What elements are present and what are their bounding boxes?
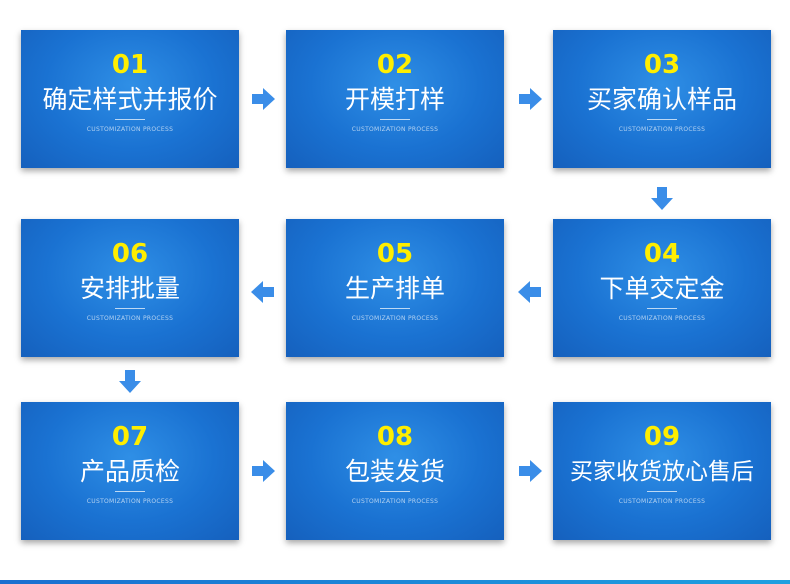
step-card-05: 05 生产排单 CUSTOMIZATION PROCESS bbox=[286, 219, 504, 357]
step-number: 05 bbox=[376, 239, 414, 269]
step-number: 04 bbox=[643, 239, 681, 269]
step-card-09: 09 买家收货放心售后 CUSTOMIZATION PROCESS bbox=[553, 402, 771, 540]
bottom-border bbox=[0, 580, 790, 584]
step-title: 产品质检 bbox=[79, 457, 180, 486]
step-card-03: 03 买家确认样品 CUSTOMIZATION PROCESS bbox=[553, 30, 771, 168]
step-card-04: 04 下单交定金 CUSTOMIZATION PROCESS bbox=[553, 219, 771, 357]
divider bbox=[380, 491, 410, 492]
arrow-down-icon bbox=[117, 368, 143, 394]
step-title: 包装发货 bbox=[344, 457, 445, 486]
step-number: 09 bbox=[643, 422, 681, 452]
step-subtitle: CUSTOMIZATION PROCESS bbox=[351, 498, 439, 505]
step-title: 开模打样 bbox=[344, 85, 445, 114]
step-title: 生产排单 bbox=[344, 274, 445, 303]
step-card-08: 08 包装发货 CUSTOMIZATION PROCESS bbox=[286, 402, 504, 540]
step-subtitle: CUSTOMIZATION PROCESS bbox=[86, 126, 174, 133]
step-number: 03 bbox=[643, 50, 681, 80]
arrow-left-icon bbox=[517, 279, 543, 305]
divider bbox=[647, 491, 677, 492]
divider bbox=[647, 119, 677, 120]
divider bbox=[380, 119, 410, 120]
step-number: 06 bbox=[111, 239, 149, 269]
step-subtitle: CUSTOMIZATION PROCESS bbox=[618, 315, 706, 322]
divider bbox=[380, 308, 410, 309]
step-card-02: 02 开模打样 CUSTOMIZATION PROCESS bbox=[286, 30, 504, 168]
step-title: 下单交定金 bbox=[599, 274, 725, 303]
step-number: 01 bbox=[111, 50, 149, 80]
step-subtitle: CUSTOMIZATION PROCESS bbox=[618, 498, 706, 505]
step-card-07: 07 产品质检 CUSTOMIZATION PROCESS bbox=[21, 402, 239, 540]
arrow-left-icon bbox=[250, 279, 276, 305]
step-subtitle: CUSTOMIZATION PROCESS bbox=[86, 315, 174, 322]
divider bbox=[115, 308, 145, 309]
divider bbox=[115, 119, 145, 120]
step-subtitle: CUSTOMIZATION PROCESS bbox=[86, 498, 174, 505]
step-card-01: 01 确定样式并报价 CUSTOMIZATION PROCESS bbox=[21, 30, 239, 168]
step-title: 买家收货放心售后 bbox=[570, 459, 754, 485]
step-subtitle: CUSTOMIZATION PROCESS bbox=[351, 315, 439, 322]
arrow-down-icon bbox=[649, 185, 675, 211]
step-title: 安排批量 bbox=[79, 274, 180, 303]
arrow-right-icon bbox=[517, 458, 543, 484]
divider bbox=[115, 491, 145, 492]
step-card-06: 06 安排批量 CUSTOMIZATION PROCESS bbox=[21, 219, 239, 357]
step-title: 确定样式并报价 bbox=[42, 85, 218, 114]
divider bbox=[647, 308, 677, 309]
step-subtitle: CUSTOMIZATION PROCESS bbox=[351, 126, 439, 133]
arrow-right-icon bbox=[250, 458, 276, 484]
arrow-right-icon bbox=[250, 86, 276, 112]
step-number: 07 bbox=[111, 422, 149, 452]
step-number: 02 bbox=[376, 50, 414, 80]
step-subtitle: CUSTOMIZATION PROCESS bbox=[618, 126, 706, 133]
step-title: 买家确认样品 bbox=[586, 85, 737, 114]
arrow-right-icon bbox=[517, 86, 543, 112]
step-number: 08 bbox=[376, 422, 414, 452]
